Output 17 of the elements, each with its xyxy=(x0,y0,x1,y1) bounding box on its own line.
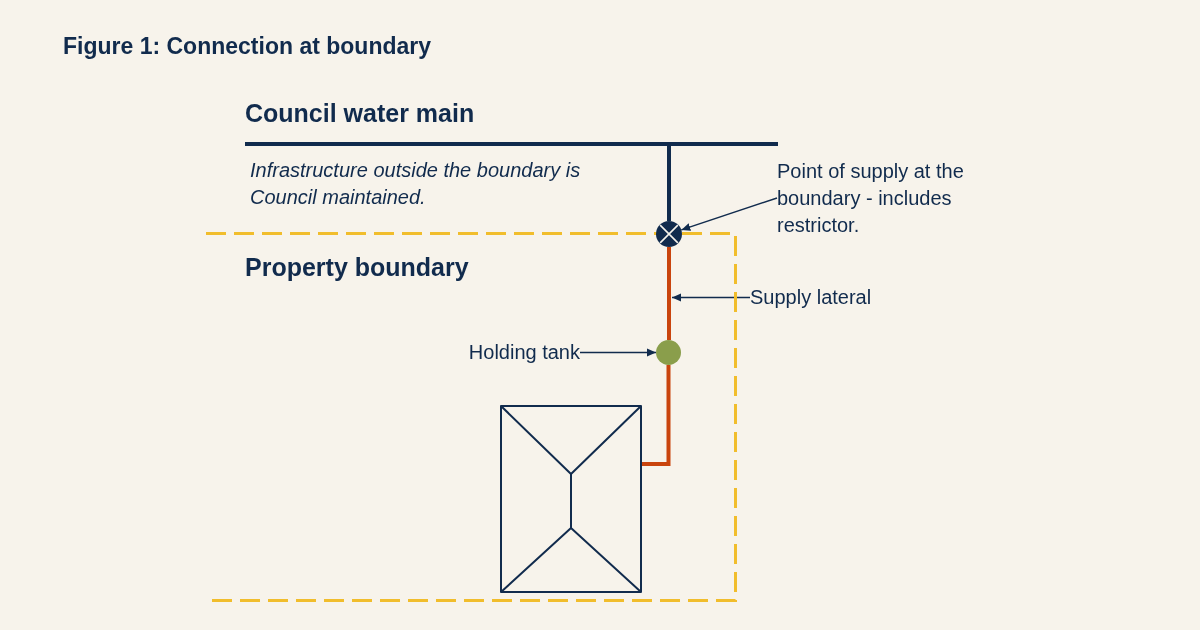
valve-icon xyxy=(656,221,682,247)
callout-label: Holding tank xyxy=(445,339,580,366)
section-heading: Council water main xyxy=(245,98,475,128)
callout-label: Supply lateral xyxy=(750,284,890,311)
property-boundary xyxy=(206,232,738,602)
note-text: Infrastructure outside the boundary is Council maintained. xyxy=(250,158,582,210)
section-heading: Property boundary xyxy=(245,252,469,282)
leader-arrow xyxy=(671,293,751,302)
leader-arrow xyxy=(579,348,657,357)
pipe-line xyxy=(667,146,671,221)
tank-marker-icon xyxy=(656,340,681,365)
house-plan-drawing xyxy=(500,405,642,593)
callout-label: Point of supply at the boundary - includes restrictor. xyxy=(777,158,992,239)
figure-title: Figure 1: Connection at boundary xyxy=(63,33,431,60)
pipe-line xyxy=(642,365,671,466)
pipe-line xyxy=(667,247,671,340)
leader-arrow xyxy=(680,197,778,231)
